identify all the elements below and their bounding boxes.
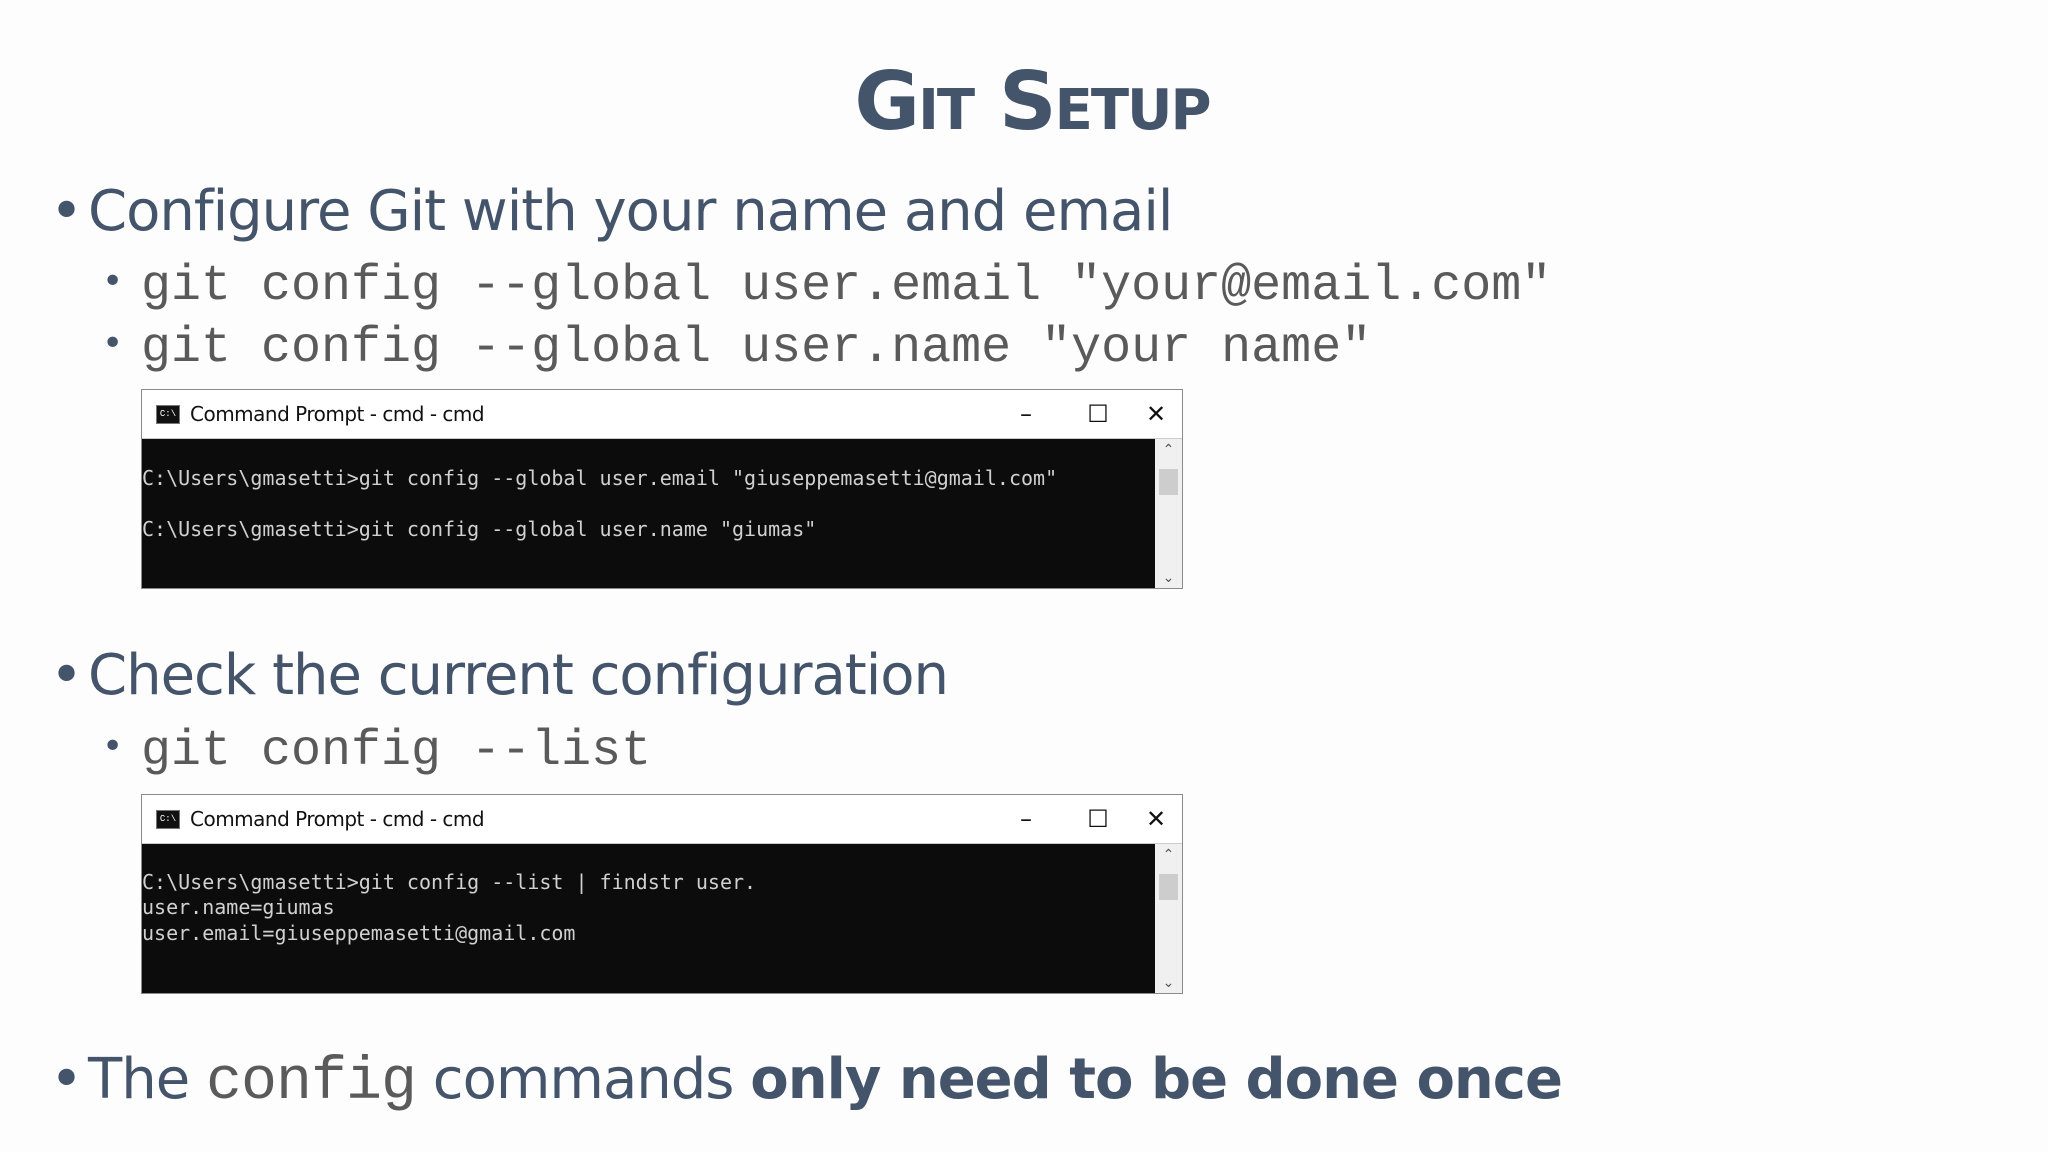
close-button[interactable]: ✕ [1145, 805, 1167, 833]
terminal-output: C:\Users\gmasetti>git config --global us… [142, 439, 1155, 588]
bullet-text: Check the current configuration [88, 643, 949, 708]
terminal-line: user.name=giumas [142, 895, 335, 919]
terminal-line: C:\Users\gmasetti>git config --list | fi… [142, 870, 757, 894]
scroll-up-icon[interactable]: ⌃ [1162, 846, 1175, 862]
terminal-output: C:\Users\gmasetti>git config --list | fi… [142, 844, 1155, 993]
command-text: git config --list [141, 723, 652, 780]
bullet-once: •The config commands only need to be don… [50, 1047, 1563, 1117]
terminal-title: Command Prompt - cmd - cmd [190, 402, 485, 426]
terminal-window-2: C:\ Command Prompt - cmd - cmd – ☐ ✕ C:\… [141, 794, 1183, 994]
slide-title: Git Setup [854, 55, 1211, 148]
bullet-text-pre: The [88, 1047, 206, 1112]
scrollbar[interactable]: ⌃⌄ [1155, 439, 1182, 588]
bullet-text-mid: commands [416, 1047, 751, 1112]
scroll-down-icon[interactable]: ⌄ [1162, 569, 1175, 585]
command-text: git config --global user.name "your name… [141, 320, 1372, 377]
minimize-button[interactable]: – [1020, 400, 1032, 428]
scroll-up-icon[interactable]: ⌃ [1162, 441, 1175, 457]
scroll-thumb[interactable] [1159, 874, 1178, 900]
terminal-window-1: C:\ Command Prompt - cmd - cmd – ☐ ✕ C:\… [141, 389, 1183, 589]
bullet-configure: •Configure Git with your name and email [50, 179, 1173, 244]
scroll-down-icon[interactable]: ⌄ [1162, 974, 1175, 990]
terminal-titlebar: C:\ Command Prompt - cmd - cmd – ☐ ✕ [142, 390, 1182, 439]
sub-bullet-name: •git config --global user.name "your nam… [102, 320, 1372, 377]
scroll-thumb[interactable] [1159, 469, 1178, 495]
cmd-icon: C:\ [156, 405, 180, 424]
config-code: config [205, 1049, 417, 1117]
sub-bullet-email: •git config --global user.email "your@em… [102, 258, 1552, 315]
minimize-button[interactable]: – [1020, 805, 1032, 833]
cmd-icon: C:\ [156, 810, 180, 829]
terminal-titlebar: C:\ Command Prompt - cmd - cmd – ☐ ✕ [142, 795, 1182, 844]
scrollbar[interactable]: ⌃⌄ [1155, 844, 1182, 993]
sub-bullet-list: •git config --list [102, 723, 652, 780]
maximize-button[interactable]: ☐ [1087, 805, 1109, 833]
bullet-text-bold: only need to be done once [750, 1047, 1563, 1112]
bullet-text: Configure Git with your name and email [88, 179, 1173, 244]
command-text: git config --global user.email "your@ema… [141, 258, 1552, 315]
terminal-line: C:\Users\gmasetti>git config --global us… [142, 466, 1058, 490]
terminal-line: user.email=giuseppemasetti@gmail.com [142, 921, 576, 945]
terminal-line: C:\Users\gmasetti>git config --global us… [142, 517, 817, 541]
terminal-title: Command Prompt - cmd - cmd [190, 807, 485, 831]
maximize-button[interactable]: ☐ [1087, 400, 1109, 428]
close-button[interactable]: ✕ [1145, 400, 1167, 428]
bullet-check: •Check the current configuration [50, 643, 949, 708]
